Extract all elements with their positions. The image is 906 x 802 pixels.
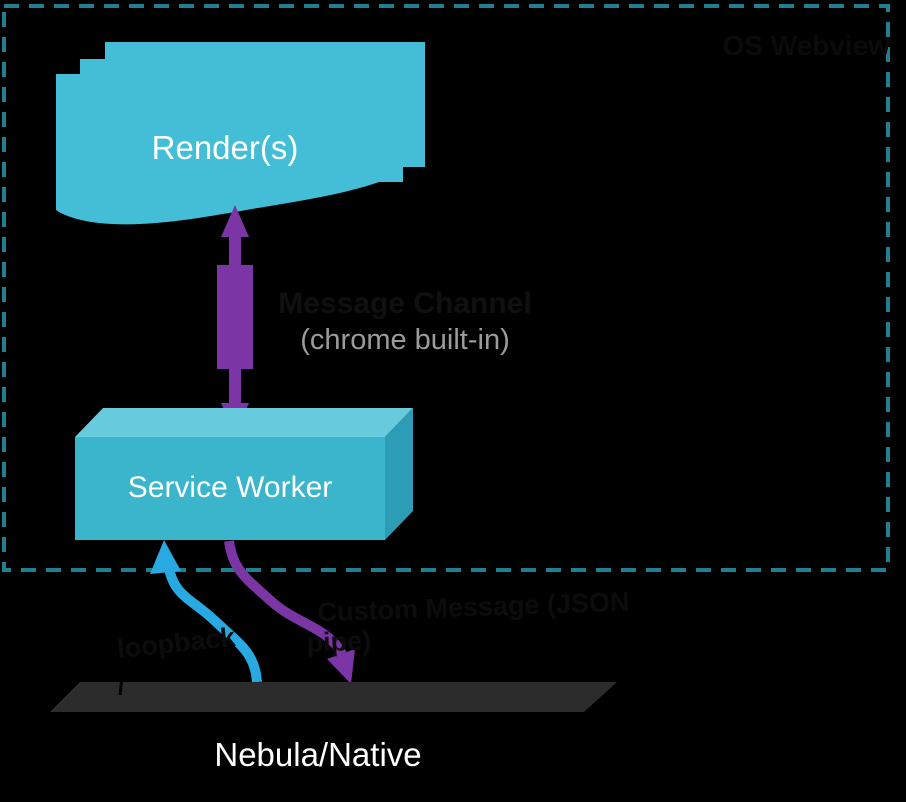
native-platform-label: Nebula/Native: [214, 736, 422, 773]
down-arrow-curve: [224, 540, 347, 657]
webview-boundary-box: [2, 4, 890, 572]
service-worker-box-top: [75, 408, 413, 437]
renderers-multidoc-shape: [56, 42, 425, 225]
up-arrow-head-icon: [150, 540, 181, 574]
channel-label: Message Channel (chrome built-in): [255, 285, 555, 359]
bidirectional-arrow: [217, 205, 253, 435]
platform-surface: [50, 682, 617, 712]
arrow-up-head-icon: [221, 205, 249, 237]
message-down-arrow: [224, 540, 355, 684]
channel-label-line1: Message Channel: [278, 287, 532, 320]
service-worker-box: [75, 408, 413, 540]
up-arrow-curve: [163, 561, 262, 683]
down-arrow-label: Custom Message (JSON pipe): [306, 587, 631, 658]
webview-box-label: OS Webview: [722, 30, 890, 61]
service-worker-box-side: [385, 408, 413, 540]
service-worker-label: Service Worker: [127, 471, 333, 504]
renderers-label: Render(s): [151, 129, 299, 166]
message-channel-bar: [217, 265, 253, 369]
down-arrow-head-icon: [327, 649, 355, 684]
loopback-up-arrow: [150, 540, 262, 683]
channel-label-line2: (chrome built-in): [300, 324, 510, 356]
platform-notch: [118, 676, 124, 696]
native-platform-slab: [50, 676, 617, 712]
service-worker-box-front: [75, 437, 385, 540]
